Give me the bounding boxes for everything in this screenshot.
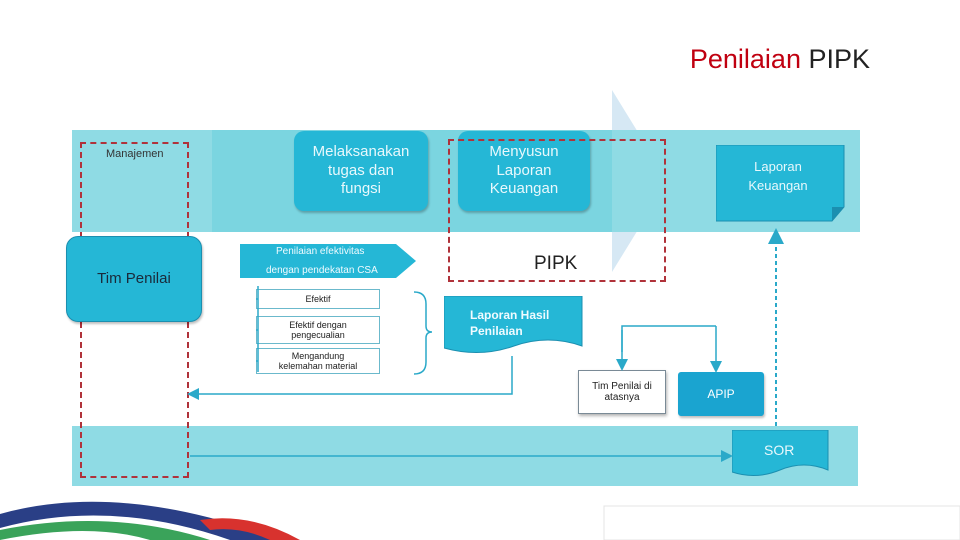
menyusun-text: Menyusun Laporan Keuangan: [489, 142, 559, 198]
efektif-pengecualian-text: Efektif dengan pengecualian: [289, 319, 347, 340]
efektif-text: Efektif: [305, 293, 331, 304]
pipk-label: PIPK: [534, 253, 578, 274]
apip-box: APIP: [678, 372, 764, 416]
title-highlight: Penilaian: [689, 44, 801, 74]
sor-doc: [732, 430, 829, 476]
mengandung-box: Mengandung kelemahan material: [256, 348, 380, 374]
apip-text: APIP: [707, 386, 735, 401]
results-connector: [256, 298, 258, 362]
right-brace: [413, 291, 433, 375]
penilaian-efektivitas-line1: Penilaian efektivitas: [276, 246, 365, 257]
penilaian-efektivitas-line2: dengan pendekatan CSA: [266, 265, 378, 276]
bottom-white-bar: [603, 505, 960, 540]
manajemen-label: Manajemen: [106, 148, 164, 160]
tim-penilai-text: Tim Penilai: [97, 269, 171, 287]
swoosh-blue: [0, 501, 280, 540]
laporan-keuangan-doc: [716, 145, 845, 222]
feedback-line: [187, 356, 513, 400]
swoosh-green: [0, 521, 210, 540]
tim-penilai-atas-box: Tim Penilai di atasnya: [578, 370, 666, 414]
page-title: Penilaian PIPK: [690, 44, 870, 75]
efektif-pengecualian-box: Efektif dengan pengecualian: [256, 316, 380, 344]
penilaian-efektivitas-arrow: [240, 244, 416, 278]
melaksanakan-box: Melaksanakan tugas dan fungsi: [294, 131, 428, 211]
tim-penilai-box: Tim Penilai: [66, 236, 202, 322]
sor-text: SOR: [764, 442, 795, 458]
laporan-hasil-doc: [444, 296, 583, 354]
melaksanakan-text: Melaksanakan tugas dan fungsi: [312, 142, 410, 198]
tim-penilai-atas-text: Tim Penilai di atasnya: [592, 380, 652, 404]
pipk-dashed-frame: [448, 139, 666, 282]
split-line: [621, 325, 716, 352]
menyusun-box: Menyusun Laporan Keuangan: [458, 131, 590, 211]
swoosh-red: [200, 518, 300, 540]
title-rest: PIPK: [800, 44, 870, 74]
mengandung-text: Mengandung kelemahan material: [278, 350, 358, 371]
laporan-hasil-text: Laporan Hasil Penilaian: [470, 308, 550, 339]
laporan-keuangan-text: Laporan Keuangan: [748, 159, 808, 193]
